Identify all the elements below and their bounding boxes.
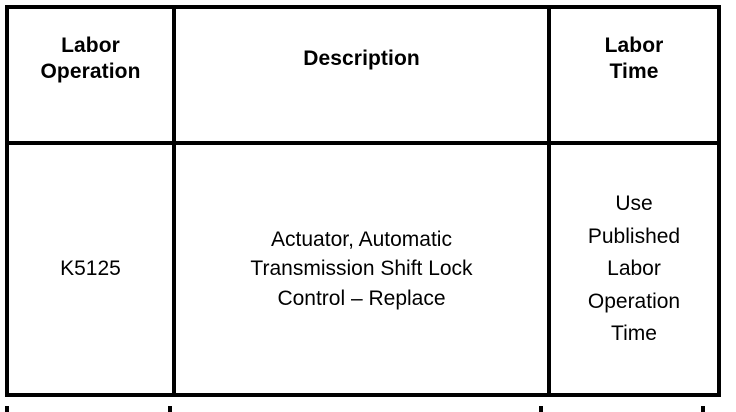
labor-operation-code: K5125	[60, 257, 121, 281]
labor-time-line-3: Labor	[607, 257, 661, 281]
labor-operation-table: Labor Operation Description Labor Time	[5, 5, 721, 397]
labor-operation-header-line-1: Labor	[61, 34, 120, 58]
labor-time-value-lines: Use Published Labor Operation Time	[551, 191, 717, 347]
labor-operation-value-lines: K5125	[9, 256, 172, 282]
column-header-labor-operation: Labor Operation	[5, 5, 176, 145]
header-row: Labor Operation Description Labor Time	[5, 5, 721, 145]
description-header-lines: Description	[176, 46, 547, 72]
column-header-description: Description	[172, 5, 551, 145]
description-line-2: Transmission Shift Lock	[250, 257, 473, 281]
labor-time-header-lines: Labor Time	[551, 33, 717, 84]
description-line-1: Actuator, Automatic	[271, 227, 452, 251]
next-row-partial	[5, 406, 705, 412]
table-body: K5125 Actuator, Automatic Transmission S…	[5, 141, 721, 397]
table-row: K5125 Actuator, Automatic Transmission S…	[5, 141, 721, 397]
labor-operation-header-lines: Labor Operation	[9, 33, 172, 84]
description-value-lines: Actuator, Automatic Transmission Shift L…	[176, 227, 547, 312]
next-row-border-divider-2	[539, 406, 543, 412]
labor-time-header-line-1: Labor	[604, 34, 664, 58]
cell-labor-operation: K5125	[5, 141, 176, 397]
cell-description: Actuator, Automatic Transmission Shift L…	[172, 141, 551, 397]
labor-time-line-2: Published	[587, 224, 681, 248]
labor-operation-header-line-2: Operation	[40, 60, 141, 83]
description-header-line-1: Description	[303, 47, 420, 71]
labor-time-header-line-2: Time	[609, 60, 659, 83]
labor-time-line-1: Use	[615, 191, 653, 215]
cell-labor-time: Use Published Labor Operation Time	[547, 141, 721, 397]
next-row-border-divider-1	[168, 406, 172, 412]
table-header: Labor Operation Description Labor Time	[5, 5, 721, 145]
labor-time-line-4: Operation	[587, 289, 681, 313]
column-header-labor-time: Labor Time	[547, 5, 721, 145]
next-row-border-left	[5, 406, 9, 412]
next-row-border-right	[701, 406, 705, 412]
description-line-3: Control – Replace	[277, 286, 446, 310]
labor-time-line-5: Time	[611, 322, 657, 346]
